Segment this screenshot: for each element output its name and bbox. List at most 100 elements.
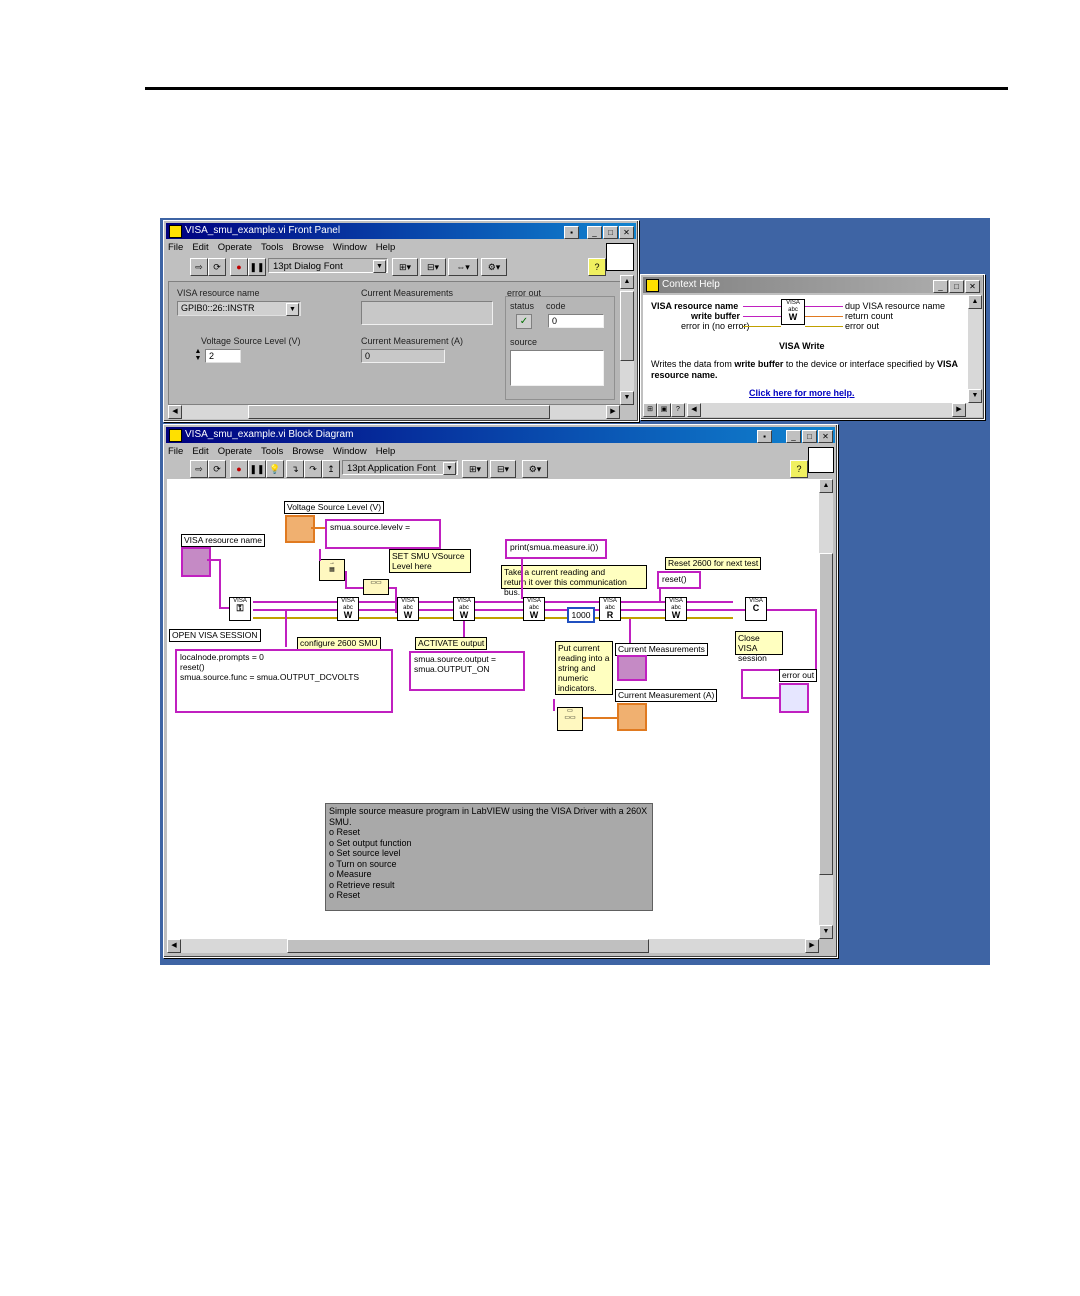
activate-string-constant[interactable]: smua.source.output = smua.OUTPUT_ON [409,651,525,691]
more-help-link[interactable]: Click here for more help. [749,388,855,398]
minimize-button[interactable]: _ [786,430,801,443]
scroll-right-icon[interactable]: ▶ [606,405,620,419]
distribute-objects-icon[interactable]: ⊟▾ [420,258,446,276]
align-objects-icon[interactable]: ⊞▾ [462,460,488,478]
menu-operate[interactable]: Operate [217,446,253,457]
font-select[interactable]: 13pt Application Font▼ [342,460,458,475]
align-objects-icon[interactable]: ⊞▾ [392,258,418,276]
levelv-string-constant[interactable]: smua.source.levelv = [325,519,441,549]
vi-icon[interactable] [606,243,634,271]
scroll-up-icon[interactable]: ▲ [819,479,833,493]
question-icon[interactable]: ? [671,403,685,417]
scroll-up-icon[interactable]: ▲ [968,295,982,309]
error-out-terminal[interactable] [779,683,809,713]
voltage-source-control[interactable]: 2 [205,349,241,363]
close-button[interactable]: ✕ [619,226,634,239]
chevron-down-icon[interactable]: ▼ [286,303,299,316]
menu-file[interactable]: File [168,446,184,457]
distribute-objects-icon[interactable]: ⊟▾ [490,460,516,478]
byte-count-constant[interactable]: 1000 [567,607,595,623]
menu-edit[interactable]: Edit [192,446,209,457]
scroll-thumb[interactable] [248,405,550,419]
menu-browse[interactable]: Browse [292,446,324,457]
menu-file[interactable]: File [168,242,184,253]
block-diagram-canvas[interactable]: Voltage Source Level (V) smua.source.lev… [167,479,819,939]
scroll-right-icon[interactable]: ▶ [805,939,819,953]
menu-edit[interactable]: Edit [192,242,209,253]
horizontal-scrollbar[interactable]: ◀ ▶ [168,405,620,419]
highlight-execution-icon[interactable]: 💡 [266,460,284,478]
menu-browse[interactable]: Browse [292,242,324,253]
menu-tools[interactable]: Tools [261,446,284,457]
current-measurements-terminal[interactable] [617,655,647,681]
minimize-button[interactable]: _ [933,280,948,293]
vertical-scrollbar[interactable]: ▲ ▼ [968,295,982,403]
scan-from-string-node[interactable]: ▭▭▭ [557,707,583,731]
voltage-numeric-terminal[interactable] [285,515,315,543]
menu-window[interactable]: Window [332,446,367,457]
maximize-button[interactable]: □ [802,430,817,443]
vi-icon[interactable] [808,447,834,473]
abort-icon[interactable]: ● [230,258,248,276]
scroll-thumb[interactable] [287,939,649,953]
close-button[interactable]: ✕ [965,280,980,293]
menu-arrow-icon[interactable]: ▪ [757,430,772,443]
font-select[interactable]: 13pt Dialog Font▼ [268,258,388,273]
abort-icon[interactable]: ● [230,460,248,478]
context-help-titlebar[interactable]: Context Help _□✕ [643,277,982,293]
step-into-icon[interactable]: ↴ [286,460,304,478]
run-continuously-icon[interactable]: ⟳ [208,460,226,478]
run-continuously-icon[interactable]: ⟳ [208,258,226,276]
step-out-icon[interactable]: ↥ [322,460,340,478]
close-button[interactable]: ✕ [818,430,833,443]
menu-window[interactable]: Window [332,242,367,253]
step-over-icon[interactable]: ↷ [304,460,322,478]
visa-resource-control[interactable]: GPIB0::26::INSTR▼ [177,301,301,316]
scroll-down-icon[interactable]: ▼ [819,925,833,939]
menu-tools[interactable]: Tools [261,242,284,253]
concatenate-node[interactable]: ▭▭ [363,579,389,595]
horizontal-scrollbar[interactable]: ◀ ▶ [167,939,819,953]
scroll-thumb[interactable] [819,553,833,875]
menu-help[interactable]: Help [375,446,396,457]
print-string-constant[interactable]: print(smua.measure.i()) [505,539,607,559]
minimize-button[interactable]: _ [587,226,602,239]
front-panel-titlebar[interactable]: VISA_smu_example.vi Front Panel ▪_□✕ [166,223,636,239]
block-diagram-titlebar[interactable]: VISA_smu_example.vi Block Diagram ▪_□✕ [166,427,835,443]
scroll-left-icon[interactable]: ◀ [687,403,701,417]
maximize-button[interactable]: □ [603,226,618,239]
run-arrow-icon[interactable]: ⇨ [190,460,208,478]
increment-decrement-arrows[interactable]: ▲▼ [194,348,202,362]
scroll-up-icon[interactable]: ▲ [620,275,634,289]
reorder-icon[interactable]: ⚙▾ [481,258,507,276]
run-arrow-icon[interactable]: ⇨ [190,258,208,276]
reorder-icon[interactable]: ⚙▾ [522,460,548,478]
scroll-left-icon[interactable]: ◀ [168,405,182,419]
configure-string-constant[interactable]: localnode.prompts = 0 reset() smua.sourc… [175,649,393,713]
menu-arrow-icon[interactable]: ▪ [564,226,579,239]
visa-resource-terminal[interactable] [181,547,211,577]
scroll-left-icon[interactable]: ◀ [167,939,181,953]
scroll-down-icon[interactable]: ▼ [968,389,982,403]
lock-icon[interactable]: ⊞ [643,403,657,417]
maximize-button[interactable]: □ [949,280,964,293]
help-icon[interactable]: ? [588,258,606,276]
visa-open-node[interactable]: VISA⚿ [229,597,251,621]
scroll-right-icon[interactable]: ▶ [952,403,966,417]
vertical-scrollbar[interactable]: ▲ ▼ [819,479,833,939]
resize-objects-icon[interactable]: ⇔▾ [448,258,478,276]
menu-operate[interactable]: Operate [217,242,253,253]
current-measurement-a-terminal[interactable] [617,703,647,731]
pause-icon[interactable]: ❚❚ [248,460,266,478]
menu-help[interactable]: Help [375,242,396,253]
scroll-down-icon[interactable]: ▼ [620,391,634,405]
scroll-thumb[interactable] [620,291,634,361]
reset-string-constant[interactable]: reset() [657,571,701,589]
number-to-string-node[interactable]: →▦ [319,559,345,581]
